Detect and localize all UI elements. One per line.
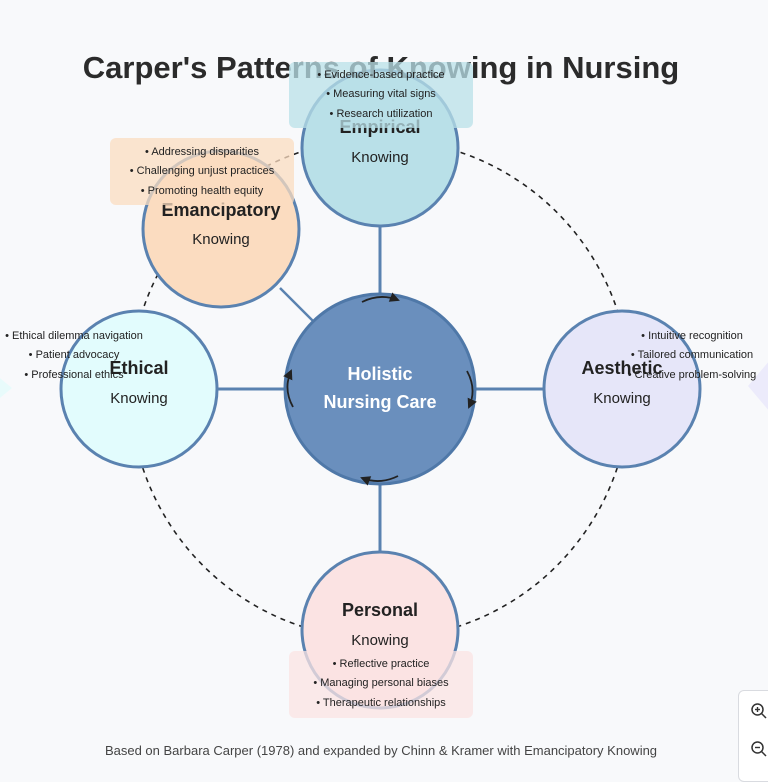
node-emancipatory-sub: Knowing xyxy=(192,231,250,248)
aesthetic-detail-list: • Intuitive recognition • Tailored commu… xyxy=(617,327,767,385)
empirical-detail-box xyxy=(289,62,473,128)
ethical-detail-list: • Ethical dilemma navigation • Patient a… xyxy=(0,327,154,385)
detail-item: • Managing personal biases xyxy=(313,677,449,690)
center-label-line1: Holistic xyxy=(347,364,412,384)
detail-item: • Professional ethics xyxy=(24,368,124,381)
detail-item: • Measuring vital signs xyxy=(326,88,436,101)
detail-item: • Evidence-based practice xyxy=(317,69,445,81)
cycle-arrow-bottom xyxy=(360,475,399,486)
detail-item: • Research utilization xyxy=(329,107,433,120)
detail-item: • Promoting health equity xyxy=(140,184,264,197)
empirical-detail-list: • Evidence-based practice • Measuring vi… xyxy=(289,66,473,124)
detail-item: • Intuitive recognition xyxy=(641,330,743,342)
cycle-arrow-left xyxy=(283,369,294,408)
node-personal-title: Personal xyxy=(342,600,418,620)
center-circle xyxy=(283,292,477,486)
node-empirical-sub: Knowing xyxy=(351,149,409,166)
zoom-in-icon xyxy=(751,703,767,719)
footer-caption: Based on Barbara Carper (1978) and expan… xyxy=(104,743,658,758)
personal-detail-list: • Reflective practice • Managing persona… xyxy=(289,655,473,713)
detail-item: • Creative problem-solving xyxy=(627,368,757,381)
detail-item: • Patient advocacy xyxy=(28,349,120,362)
cycle-arrow-right xyxy=(466,370,477,409)
node-ethical-circle xyxy=(59,309,219,469)
node-ethical-title: Ethical xyxy=(109,358,168,378)
emancipatory-detail-box xyxy=(110,138,294,205)
detail-item: • Therapeutic relationships xyxy=(316,696,446,709)
emancipatory-detail-list: • Addressing disparities • Challenging u… xyxy=(110,143,294,201)
center-label-line2: Nursing Care xyxy=(323,392,436,412)
node-aesthetic-circle xyxy=(542,309,702,469)
detail-item: • Addressing disparities xyxy=(145,146,259,158)
node-emancipatory-title: Emancipatory xyxy=(161,200,280,220)
cycle-arrow-top xyxy=(361,292,400,303)
node-aesthetic-sub: Knowing xyxy=(593,390,651,407)
detail-item: • Ethical dilemma navigation xyxy=(5,330,143,342)
node-aesthetic-title: Aesthetic xyxy=(581,358,662,378)
node-personal-sub: Knowing xyxy=(351,632,409,649)
detail-item: • Reflective practice xyxy=(332,658,430,670)
personal-detail-box xyxy=(289,651,473,718)
zoom-in-button[interactable] xyxy=(745,697,768,725)
zoom-out-button[interactable] xyxy=(745,735,768,763)
zoom-out-icon xyxy=(751,741,767,757)
detail-item: • Challenging unjust practices xyxy=(129,165,275,178)
zoom-controls xyxy=(738,690,768,782)
detail-item: • Tailored communication xyxy=(630,349,754,362)
node-ethical-sub: Knowing xyxy=(110,390,168,407)
